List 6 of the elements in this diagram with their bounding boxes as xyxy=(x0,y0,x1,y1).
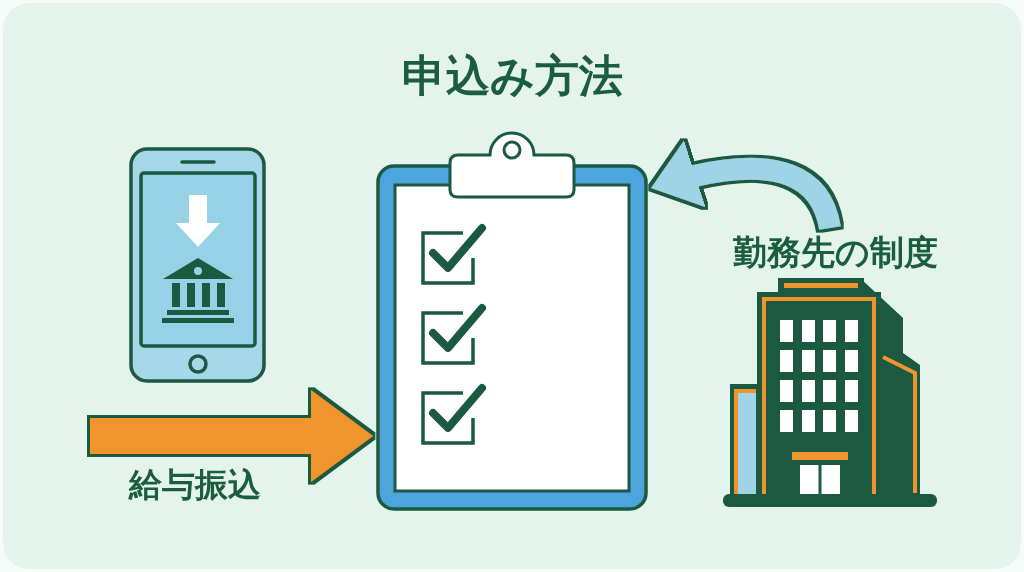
node-label: 勤務先の制度 xyxy=(732,232,938,272)
clipboard-illustration xyxy=(376,130,648,511)
edge-label: 給与振込 xyxy=(126,466,264,504)
smartphone-illustration xyxy=(128,146,268,386)
diagram-title: 申込み方法 xyxy=(401,49,623,103)
block-arrow xyxy=(90,390,373,482)
